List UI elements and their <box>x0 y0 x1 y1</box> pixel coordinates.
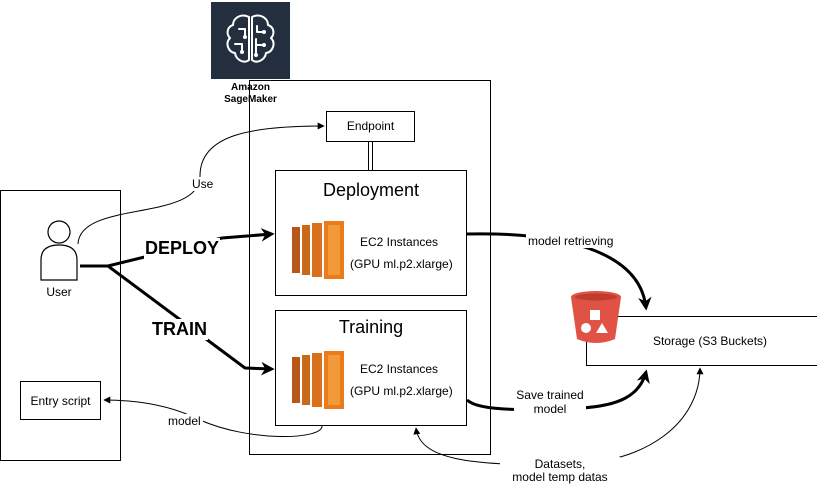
train-edge-label: TRAIN <box>151 319 208 340</box>
datasets-arrow <box>413 367 704 466</box>
sagemaker-brain-icon <box>226 14 275 63</box>
deployment-title: Deployment <box>322 180 420 200</box>
entry-script-box <box>20 381 101 420</box>
sagemaker-title-line2: SageMaker <box>224 94 277 105</box>
save-trained-edge-label-line1: Save trained <box>514 388 586 402</box>
model-arrow <box>103 396 323 437</box>
train-arrow <box>80 264 275 376</box>
datasets-edge-label-line1: Datasets, <box>500 457 620 471</box>
ec2-instances-icon <box>292 351 344 409</box>
entry-script-label: Entry script <box>30 394 91 408</box>
endpoint-label: Endpoint <box>346 119 395 133</box>
storage-label: Storage (S3 Buckets) <box>652 334 768 348</box>
model-edge-label: model <box>166 414 203 428</box>
ec2-instances-icon <box>292 221 344 279</box>
storage-box <box>586 316 817 366</box>
user-icon <box>40 220 78 281</box>
sagemaker-logo <box>211 2 290 79</box>
user-label: User <box>46 285 72 299</box>
deploy-edge-label: DEPLOY <box>144 238 221 259</box>
endpoint-box <box>326 111 415 142</box>
model-retrieving-edge-label: model retrieving <box>526 234 616 248</box>
deployment-ec2-line2: (GPU ml.p2.xlarge) <box>350 257 453 271</box>
training-title: Training <box>338 317 404 337</box>
deployment-ec2-line1: EC2 Instances <box>360 235 439 249</box>
model-retrieving-arrow <box>466 232 652 311</box>
s3-bucket-icon <box>571 291 621 343</box>
save-trained-edge-label-line2: model <box>514 402 586 416</box>
sagemaker-title-line1: Amazon <box>231 82 270 93</box>
use-arrow <box>77 122 325 245</box>
datasets-edge-label-line2: model temp datas <box>512 470 608 484</box>
use-edge-label: Use <box>190 177 216 191</box>
